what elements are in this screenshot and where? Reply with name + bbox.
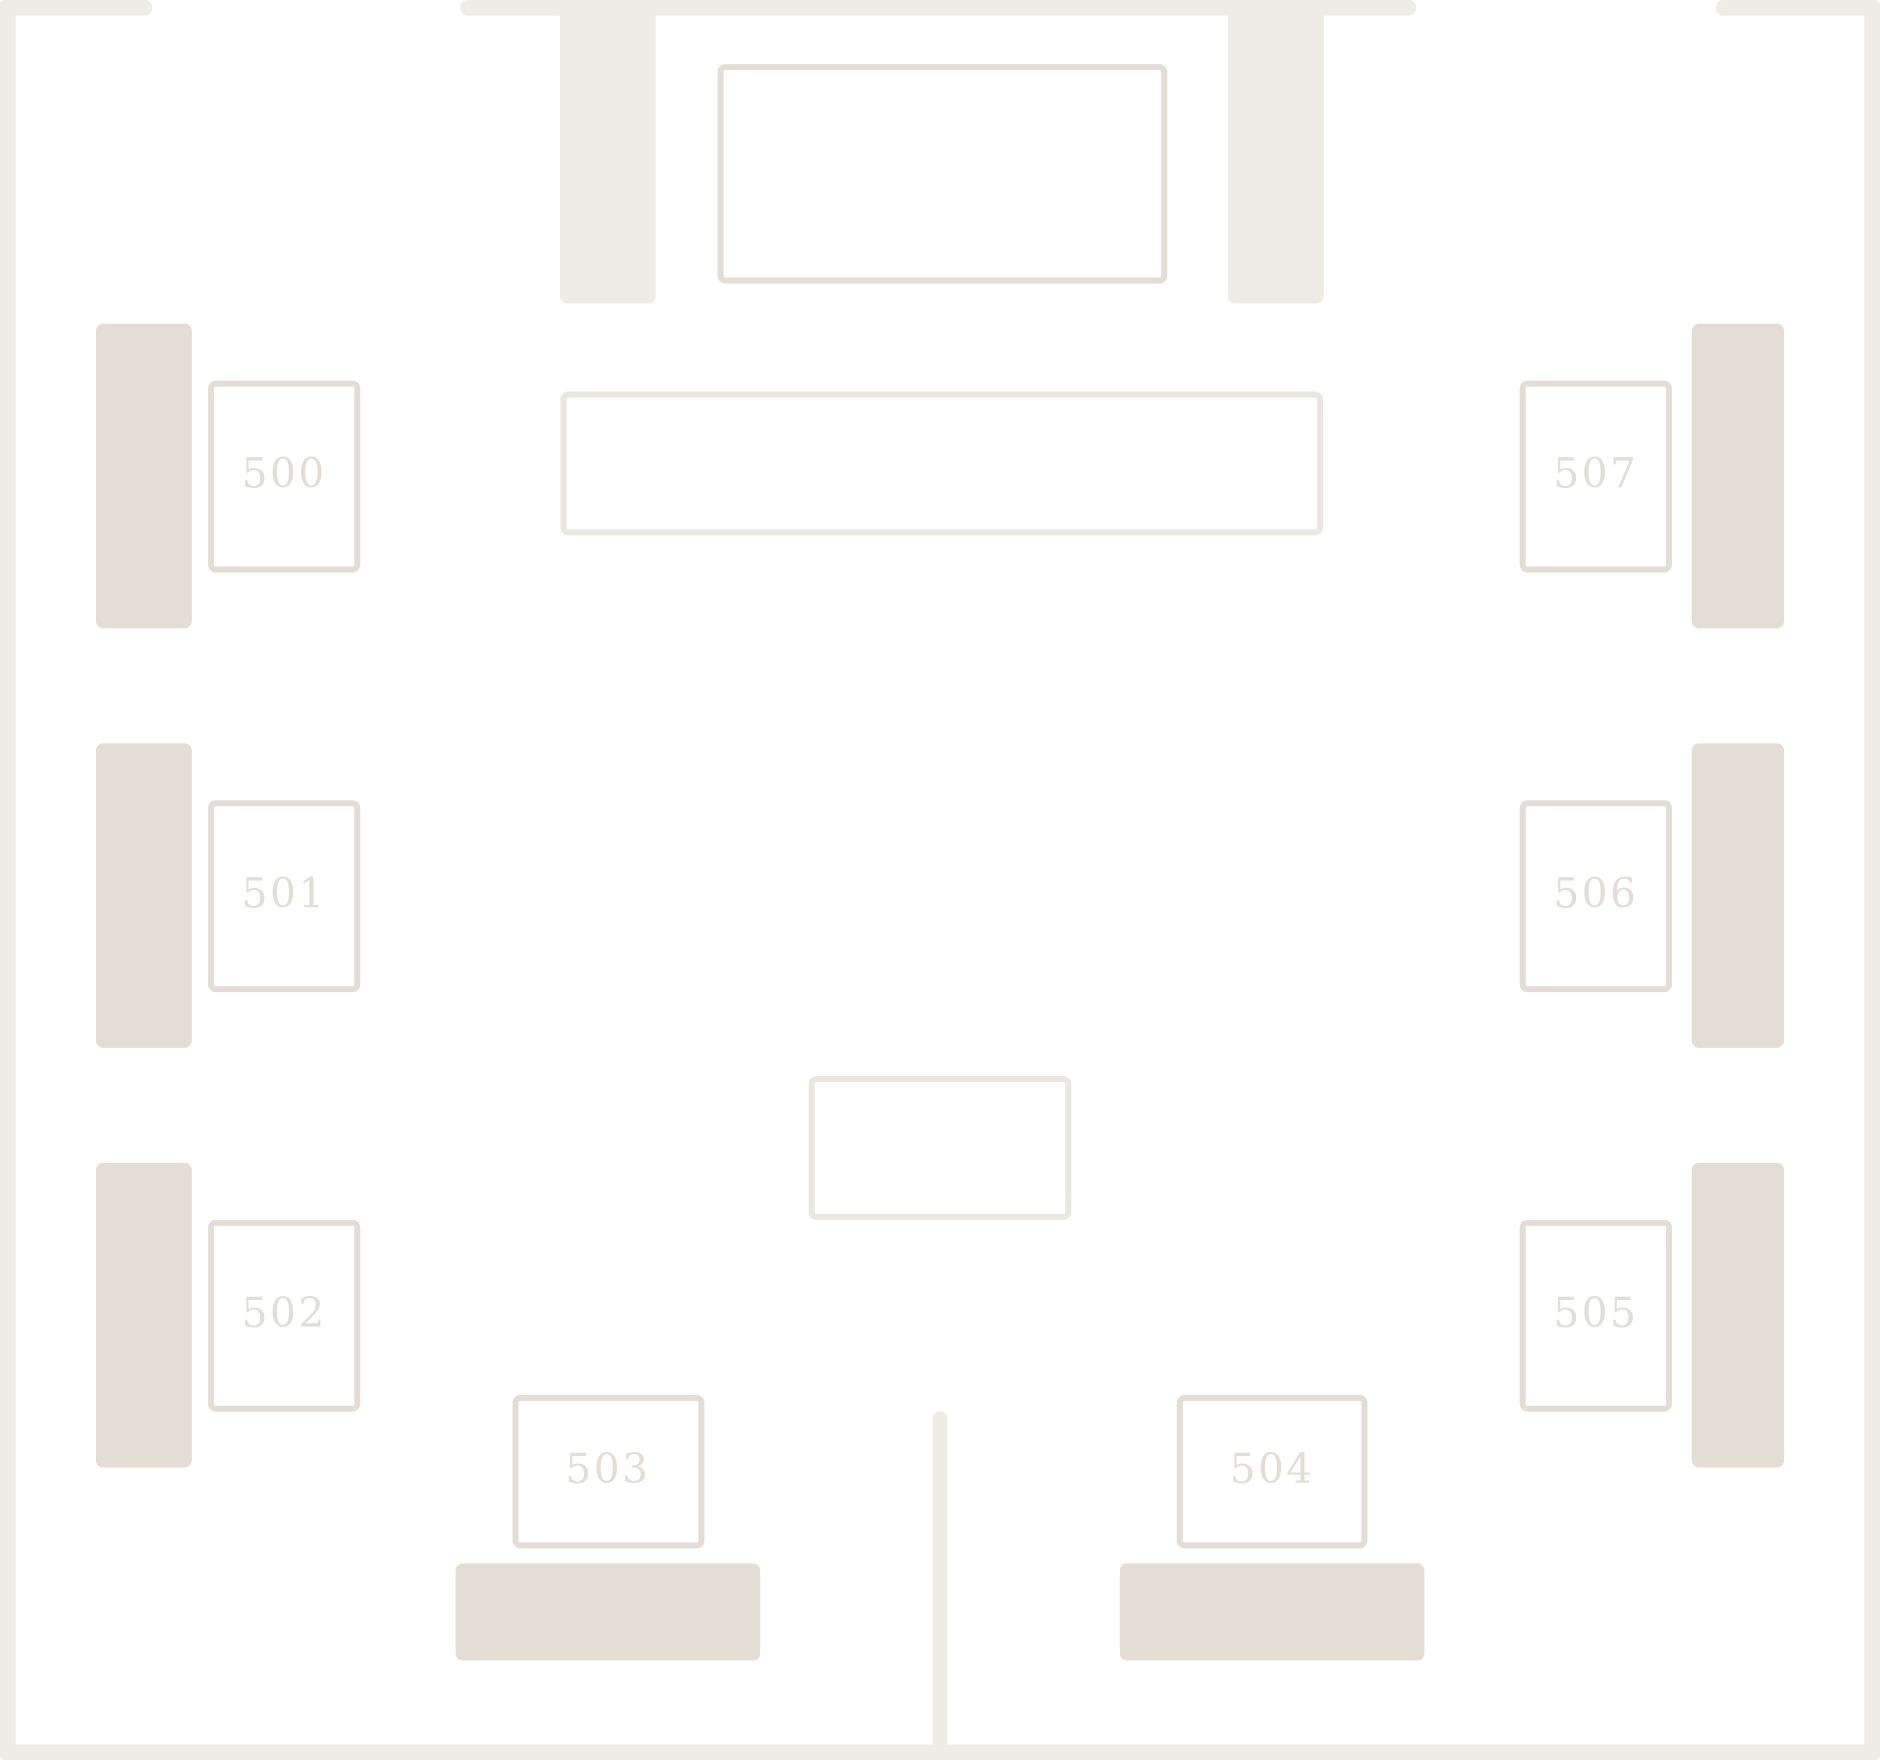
room-506[interactable]: 506	[1519, 800, 1672, 993]
room-502-box[interactable]	[208, 1219, 361, 1412]
shelf	[1691, 323, 1785, 629]
room-500[interactable]: 500	[208, 380, 361, 573]
room-504-label: 504	[1230, 1445, 1315, 1493]
room-501[interactable]: 501	[208, 800, 361, 993]
wall-right	[1864, 0, 1880, 1760]
wall-top-left	[0, 0, 153, 16]
divider-wall	[932, 1411, 948, 1760]
room-506-box[interactable]	[1519, 800, 1672, 993]
shelves	[95, 323, 1785, 1661]
long-table[interactable]	[560, 391, 1324, 536]
room-505-label: 505	[1553, 1289, 1638, 1337]
wall-top-center	[460, 0, 1416, 16]
shelf	[1691, 743, 1785, 1048]
room-505-box[interactable]	[1519, 1219, 1672, 1412]
center-table[interactable]	[808, 1076, 1072, 1220]
stage-table[interactable]	[717, 64, 1168, 284]
room-503-box[interactable]	[512, 1394, 705, 1549]
shelf	[1691, 1162, 1785, 1468]
room-500-label: 500	[242, 450, 327, 498]
shelf	[1119, 1563, 1425, 1661]
shelf	[95, 743, 192, 1048]
room-500-box[interactable]	[208, 380, 361, 573]
room-507[interactable]: 507	[1519, 380, 1672, 573]
room-507-box[interactable]	[1519, 380, 1672, 573]
room-504[interactable]: 504	[1176, 1394, 1368, 1549]
wall-left	[0, 0, 16, 1760]
pillar-right	[1227, 0, 1324, 304]
room-503-label: 503	[565, 1445, 650, 1493]
room-501-box[interactable]	[208, 800, 361, 993]
room-506-label: 506	[1553, 869, 1638, 917]
shelf	[95, 1162, 192, 1468]
tables	[560, 64, 1324, 1220]
shelf	[455, 1563, 761, 1661]
wall-top-right	[1715, 0, 1880, 16]
room-507-label: 507	[1553, 450, 1638, 498]
room-505[interactable]: 505	[1519, 1219, 1672, 1412]
room-501-label: 501	[242, 869, 327, 917]
pillar-left	[559, 0, 656, 304]
room-503[interactable]: 503	[512, 1394, 705, 1549]
room-504-box[interactable]	[1176, 1394, 1368, 1549]
room-502-label: 502	[242, 1289, 327, 1337]
room-502[interactable]: 502	[208, 1219, 361, 1412]
shelf	[95, 323, 192, 629]
